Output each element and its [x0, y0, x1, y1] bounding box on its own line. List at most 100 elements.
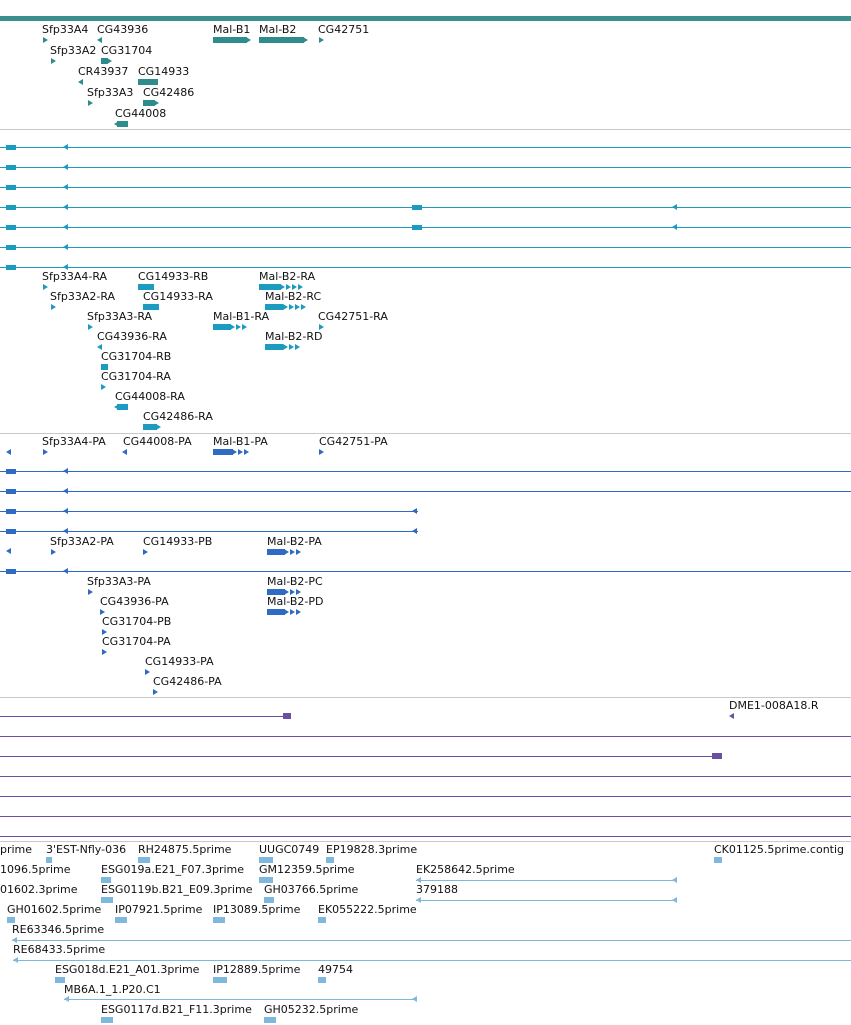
- feature-label[interactable]: Mal-B2-PD: [267, 595, 324, 608]
- feature-label[interactable]: CG31704-PB: [102, 615, 172, 628]
- feature-block[interactable]: [6, 165, 16, 170]
- intron-line[interactable]: [0, 836, 851, 837]
- intron-line[interactable]: [12, 940, 851, 941]
- intron-line[interactable]: [13, 960, 851, 961]
- feature-label[interactable]: ESG018d.E21_A01.3prime: [55, 963, 200, 976]
- feature-label[interactable]: Mal-B2-PA: [267, 535, 322, 548]
- feature-label[interactable]: Sfp33A4-RA: [42, 270, 108, 283]
- intron-line[interactable]: [64, 999, 416, 1000]
- intron-line[interactable]: [0, 796, 851, 797]
- feature-block[interactable]: [6, 489, 16, 494]
- feature-label[interactable]: CG42751: [318, 23, 370, 36]
- feature-label[interactable]: CG31704: [101, 44, 153, 57]
- feature-label[interactable]: CG43936: [97, 23, 149, 36]
- intron-line[interactable]: [0, 147, 851, 148]
- intron-line[interactable]: [0, 756, 718, 757]
- feature-label[interactable]: CG44008-PA: [123, 435, 192, 448]
- intron-line[interactable]: [0, 571, 851, 572]
- feature-label[interactable]: EK055222.5prime: [318, 903, 417, 916]
- feature-label[interactable]: ESG019a.E21_F07.3prime: [101, 863, 244, 876]
- feature-block[interactable]: [6, 225, 16, 230]
- intron-line[interactable]: [416, 900, 676, 901]
- feature-label[interactable]: ESG0119b.B21_E09.3prime: [101, 883, 253, 896]
- feature-label[interactable]: DME1-008A18.R: [729, 699, 819, 712]
- feature-block[interactable]: [213, 977, 227, 983]
- feature-block[interactable]: [143, 304, 159, 310]
- feature-label[interactable]: Mal-B1-PA: [213, 435, 268, 448]
- feature-block[interactable]: [101, 1017, 113, 1023]
- feature-label[interactable]: CR43937: [78, 65, 129, 78]
- feature-block[interactable]: [213, 324, 231, 330]
- feature-label[interactable]: CG42751-PA: [319, 435, 388, 448]
- feature-label[interactable]: Mal-B1-RA: [213, 310, 270, 323]
- feature-label[interactable]: CK01125.5prime.contig: [714, 843, 845, 856]
- feature-block[interactable]: [6, 469, 16, 474]
- feature-label[interactable]: Sfp33A3-PA: [87, 575, 151, 588]
- feature-block[interactable]: [259, 284, 281, 290]
- feature-label[interactable]: CG42486-RA: [143, 410, 213, 423]
- feature-block[interactable]: [318, 917, 326, 923]
- feature-block[interactable]: [6, 205, 16, 210]
- feature-block[interactable]: [264, 1017, 276, 1023]
- feature-label[interactable]: Mal-B1: [213, 23, 251, 36]
- feature-block[interactable]: [115, 917, 127, 923]
- feature-label[interactable]: RE68433.5prime: [13, 943, 106, 956]
- feature-block[interactable]: [6, 529, 16, 534]
- feature-label[interactable]: CG42486: [143, 86, 195, 99]
- chromosome-scale-bar[interactable]: [0, 16, 851, 21]
- intron-line[interactable]: [0, 167, 851, 168]
- feature-label[interactable]: CG42751-RA: [318, 310, 388, 323]
- feature-label[interactable]: CG14933-PB: [143, 535, 213, 548]
- feature-label[interactable]: CG31704-RB: [101, 350, 172, 363]
- feature-block[interactable]: [138, 857, 150, 863]
- feature-label[interactable]: CG42486-PA: [153, 675, 222, 688]
- feature-block[interactable]: [101, 364, 108, 370]
- feature-label[interactable]: 01602.3prime: [0, 883, 78, 896]
- feature-label[interactable]: Sfp33A3-RA: [87, 310, 153, 323]
- intron-line[interactable]: [416, 880, 676, 881]
- feature-block[interactable]: [6, 185, 16, 190]
- feature-label[interactable]: prime: [0, 843, 33, 856]
- feature-label[interactable]: RE63346.5prime: [12, 923, 105, 936]
- feature-label[interactable]: IP12889.5prime: [213, 963, 301, 976]
- feature-label[interactable]: 1096.5prime: [0, 863, 71, 876]
- feature-label[interactable]: Mal-B2-PC: [267, 575, 323, 588]
- feature-block[interactable]: [138, 79, 158, 85]
- feature-label[interactable]: CG14933-RB: [138, 270, 209, 283]
- feature-block[interactable]: [6, 245, 16, 250]
- intron-line[interactable]: [0, 491, 851, 492]
- feature-label[interactable]: Mal-B2-RD: [265, 330, 323, 343]
- feature-label[interactable]: EK258642.5prime: [416, 863, 515, 876]
- intron-line[interactable]: [0, 736, 851, 737]
- feature-label[interactable]: CG14933-PA: [145, 655, 214, 668]
- feature-label[interactable]: Mal-B2-RC: [265, 290, 322, 303]
- feature-label[interactable]: CG14933-RA: [143, 290, 213, 303]
- feature-label[interactable]: EP19828.3prime: [326, 843, 418, 856]
- feature-label[interactable]: Sfp33A2-PA: [50, 535, 114, 548]
- feature-label[interactable]: GH05232.5prime: [264, 1003, 359, 1016]
- intron-line[interactable]: [0, 471, 851, 472]
- feature-label[interactable]: Sfp33A2-RA: [50, 290, 116, 303]
- feature-label[interactable]: CG31704-RA: [101, 370, 171, 383]
- feature-label[interactable]: Sfp33A3: [87, 86, 134, 99]
- feature-label[interactable]: Sfp33A4: [42, 23, 89, 36]
- feature-block[interactable]: [412, 225, 422, 230]
- feature-label[interactable]: RH24875.5prime: [138, 843, 232, 856]
- feature-label[interactable]: GM12359.5prime: [259, 863, 355, 876]
- feature-block[interactable]: [213, 37, 247, 43]
- feature-label[interactable]: CG14933: [138, 65, 190, 78]
- feature-label[interactable]: GH01602.5prime: [7, 903, 102, 916]
- feature-label[interactable]: 49754: [318, 963, 353, 976]
- intron-line[interactable]: [422, 207, 676, 208]
- feature-block[interactable]: [318, 977, 326, 983]
- intron-line[interactable]: [0, 511, 418, 512]
- feature-block[interactable]: [6, 569, 16, 574]
- feature-label[interactable]: IP07921.5prime: [115, 903, 203, 916]
- feature-block[interactable]: [6, 265, 16, 270]
- feature-block[interactable]: [143, 424, 157, 430]
- feature-block[interactable]: [138, 284, 154, 290]
- feature-block[interactable]: [101, 877, 111, 883]
- feature-block[interactable]: [264, 897, 274, 903]
- feature-label[interactable]: CG43936-RA: [97, 330, 167, 343]
- feature-block[interactable]: [213, 449, 233, 455]
